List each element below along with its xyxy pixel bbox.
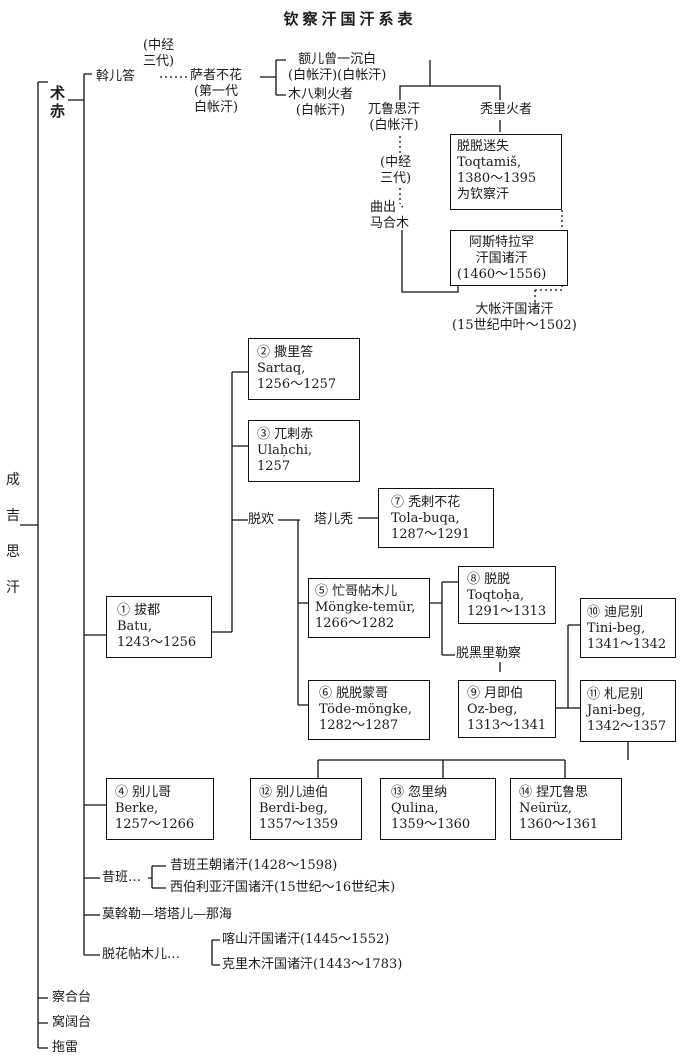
tuli-name: 秃里火者 xyxy=(480,102,533,117)
ozbeg-box: ⑨ 月即伯 Oz-beg, 1313～1341 xyxy=(458,680,556,738)
toqtamish-box: 脱脱迷失 Toqtamiš, 1380～1395 为钦察汗 xyxy=(450,134,562,210)
janibeg-connector xyxy=(317,742,629,778)
tuqa-name: 脱花帖木儿… xyxy=(102,947,181,962)
qulina-text: ⑬ 忽里纳 Qulina, 1359～1360 xyxy=(391,785,471,832)
tarbu-name: 塔儿秃 xyxy=(314,512,354,527)
shiban-connector xyxy=(84,865,166,889)
orda-note: (中经 三代) xyxy=(143,38,175,69)
tolabuqa-box: ⑦ 秃剌不花 Tola-buqa, 1287～1291 xyxy=(378,488,494,548)
mongke-box: ⑤ 忙哥帖木儿 Möngke-temür, 1266～1282 xyxy=(308,578,430,638)
neuruz-text: ⑭ 捏兀鲁思 Neürüz, 1360～1361 xyxy=(519,785,599,832)
ozbeg-connector xyxy=(556,624,580,709)
ulaqchi-text: ③ 兀剌赤 Ulaḥchi, 1257 xyxy=(257,427,314,474)
sasaq-name: 萨者不花 (第一代 白帐汗) xyxy=(190,68,243,115)
batu-text: ① 拔都 Batu, 1243～1256 xyxy=(117,603,197,650)
page-title: 钦察汗国汗系表 xyxy=(283,10,417,28)
mowuleh-line: 莫斡勒—塔塔儿—那海 xyxy=(102,907,233,922)
urus-name: 兀鲁思汗 (白帐汗) xyxy=(368,102,421,133)
tokhan-name: 脱欢 xyxy=(248,512,275,527)
great-horde-text: 大帐汗国诸汗 (15世纪中叶～1502) xyxy=(452,302,577,333)
son-ogedei: 窝阔台 xyxy=(52,1015,92,1030)
tinibeg-text: ⑩ 迪尼别 Tini-beg, 1341～1342 xyxy=(587,605,667,652)
tokhan-connector xyxy=(278,519,308,706)
qulina-box: ⑬ 忽里纳 Qulina, 1359～1360 xyxy=(380,778,496,840)
ulaqchi-box: ③ 兀剌赤 Ulaḥchi, 1257 xyxy=(248,420,360,482)
tuqa-a: 喀山汗国诸汗(1445～1552) xyxy=(222,932,390,947)
batu-box: ① 拔都 Batu, 1243～1256 xyxy=(106,596,212,658)
quchu-name: 曲出 · 马合木 xyxy=(370,200,410,231)
tolabuqa-text: ⑦ 秃剌不花 Tola-buqa, 1287～1291 xyxy=(391,495,471,542)
mongke-text: ⑤ 忙哥帖木儿 Möngke-temür, 1266～1282 xyxy=(315,584,416,631)
shiban-name: 昔班… xyxy=(102,870,142,885)
batu-connector xyxy=(84,371,248,636)
tode-box: ⑥ 脱脱蒙哥 Töde-möngke, 1282～1287 xyxy=(308,680,430,740)
astrakhan-box: 阿斯特拉罕 汗国诸汗 (1460～1556) xyxy=(450,230,568,286)
tuqa-b: 克里木汗国诸汗(1443～1783) xyxy=(222,957,403,972)
astrakhan-text: 阿斯特拉罕 汗国诸汗 (1460～1556) xyxy=(457,235,547,282)
toghril-name: 脱黑里勒察 xyxy=(456,646,522,661)
janibeg-text: ⑪ 札尼别 Jani-beg, 1342～1357 xyxy=(587,687,667,734)
shiban-b: 西伯利亚汗国诸汗(15世纪～16世纪末) xyxy=(170,880,396,895)
toqtamish-text: 脱脱迷失 Toqtamiš, 1380～1395 为钦察汗 xyxy=(457,139,537,202)
muchi-char: 术 xyxy=(50,84,66,102)
muchi-connector xyxy=(68,73,92,955)
tode-text: ⑥ 脱脱蒙哥 Töde-möngke, 1282～1287 xyxy=(319,686,412,733)
sartaq-text: ② 撒里答 Sartaq, 1256～1257 xyxy=(257,345,337,392)
sasaq-connector xyxy=(260,59,286,96)
erzhen-name: 额儿曾一沉白 (白帐汗)(白帐汗) xyxy=(288,52,387,83)
sartaq-box: ② 撒里答 Sartaq, 1256～1257 xyxy=(248,338,360,400)
berdibeg-box: ⑫ 别儿迪伯 Berdi-beg, 1357～1359 xyxy=(250,778,362,840)
root-label: 成 吉 思 汗 xyxy=(6,462,22,606)
son-tolui: 拖雷 xyxy=(52,1040,79,1055)
berke-text: ④ 别儿哥 Berke, 1257～1266 xyxy=(115,785,195,832)
root-char: 吉 xyxy=(6,508,20,524)
root-connector xyxy=(20,81,48,1049)
ozbeg-text: ⑨ 月即伯 Oz-beg, 1313～1341 xyxy=(467,686,547,733)
muchi-label: 术赤 xyxy=(50,84,66,120)
tuqa-connector xyxy=(84,939,220,966)
janibeg-box: ⑪ 札尼别 Jani-beg, 1342～1357 xyxy=(580,680,676,742)
urus-note: (中经 三代) xyxy=(380,155,412,186)
mubala-name: 木八剌火者 (白帐汗) xyxy=(288,87,354,118)
orda-name: 斡儿答 xyxy=(96,69,136,84)
son-chagatai: 察合台 xyxy=(52,990,92,1005)
mongke-connector xyxy=(428,581,458,656)
erzhen-connector xyxy=(399,60,501,100)
neuruz-box: ⑭ 捏兀鲁思 Neürüz, 1360～1361 xyxy=(510,778,622,840)
berdibeg-text: ⑫ 别儿迪伯 Berdi-beg, 1357～1359 xyxy=(259,785,339,832)
shiban-a: 昔班王朝诸汗(1428～1598) xyxy=(170,858,338,873)
toqtoha-box: ⑧ 脱脱 Toqtoḥa, 1291～1313 xyxy=(458,566,556,624)
toqtoha-text: ⑧ 脱脱 Toqtoḥa, 1291～1313 xyxy=(467,572,547,619)
root-char: 汗 xyxy=(6,580,20,596)
tinibeg-box: ⑩ 迪尼别 Tini-beg, 1341～1342 xyxy=(580,598,676,658)
root-char: 思 xyxy=(6,544,20,560)
root-char: 成 xyxy=(6,472,20,488)
muchi-char: 赤 xyxy=(50,102,66,120)
berke-box: ④ 别儿哥 Berke, 1257～1266 xyxy=(106,778,214,840)
